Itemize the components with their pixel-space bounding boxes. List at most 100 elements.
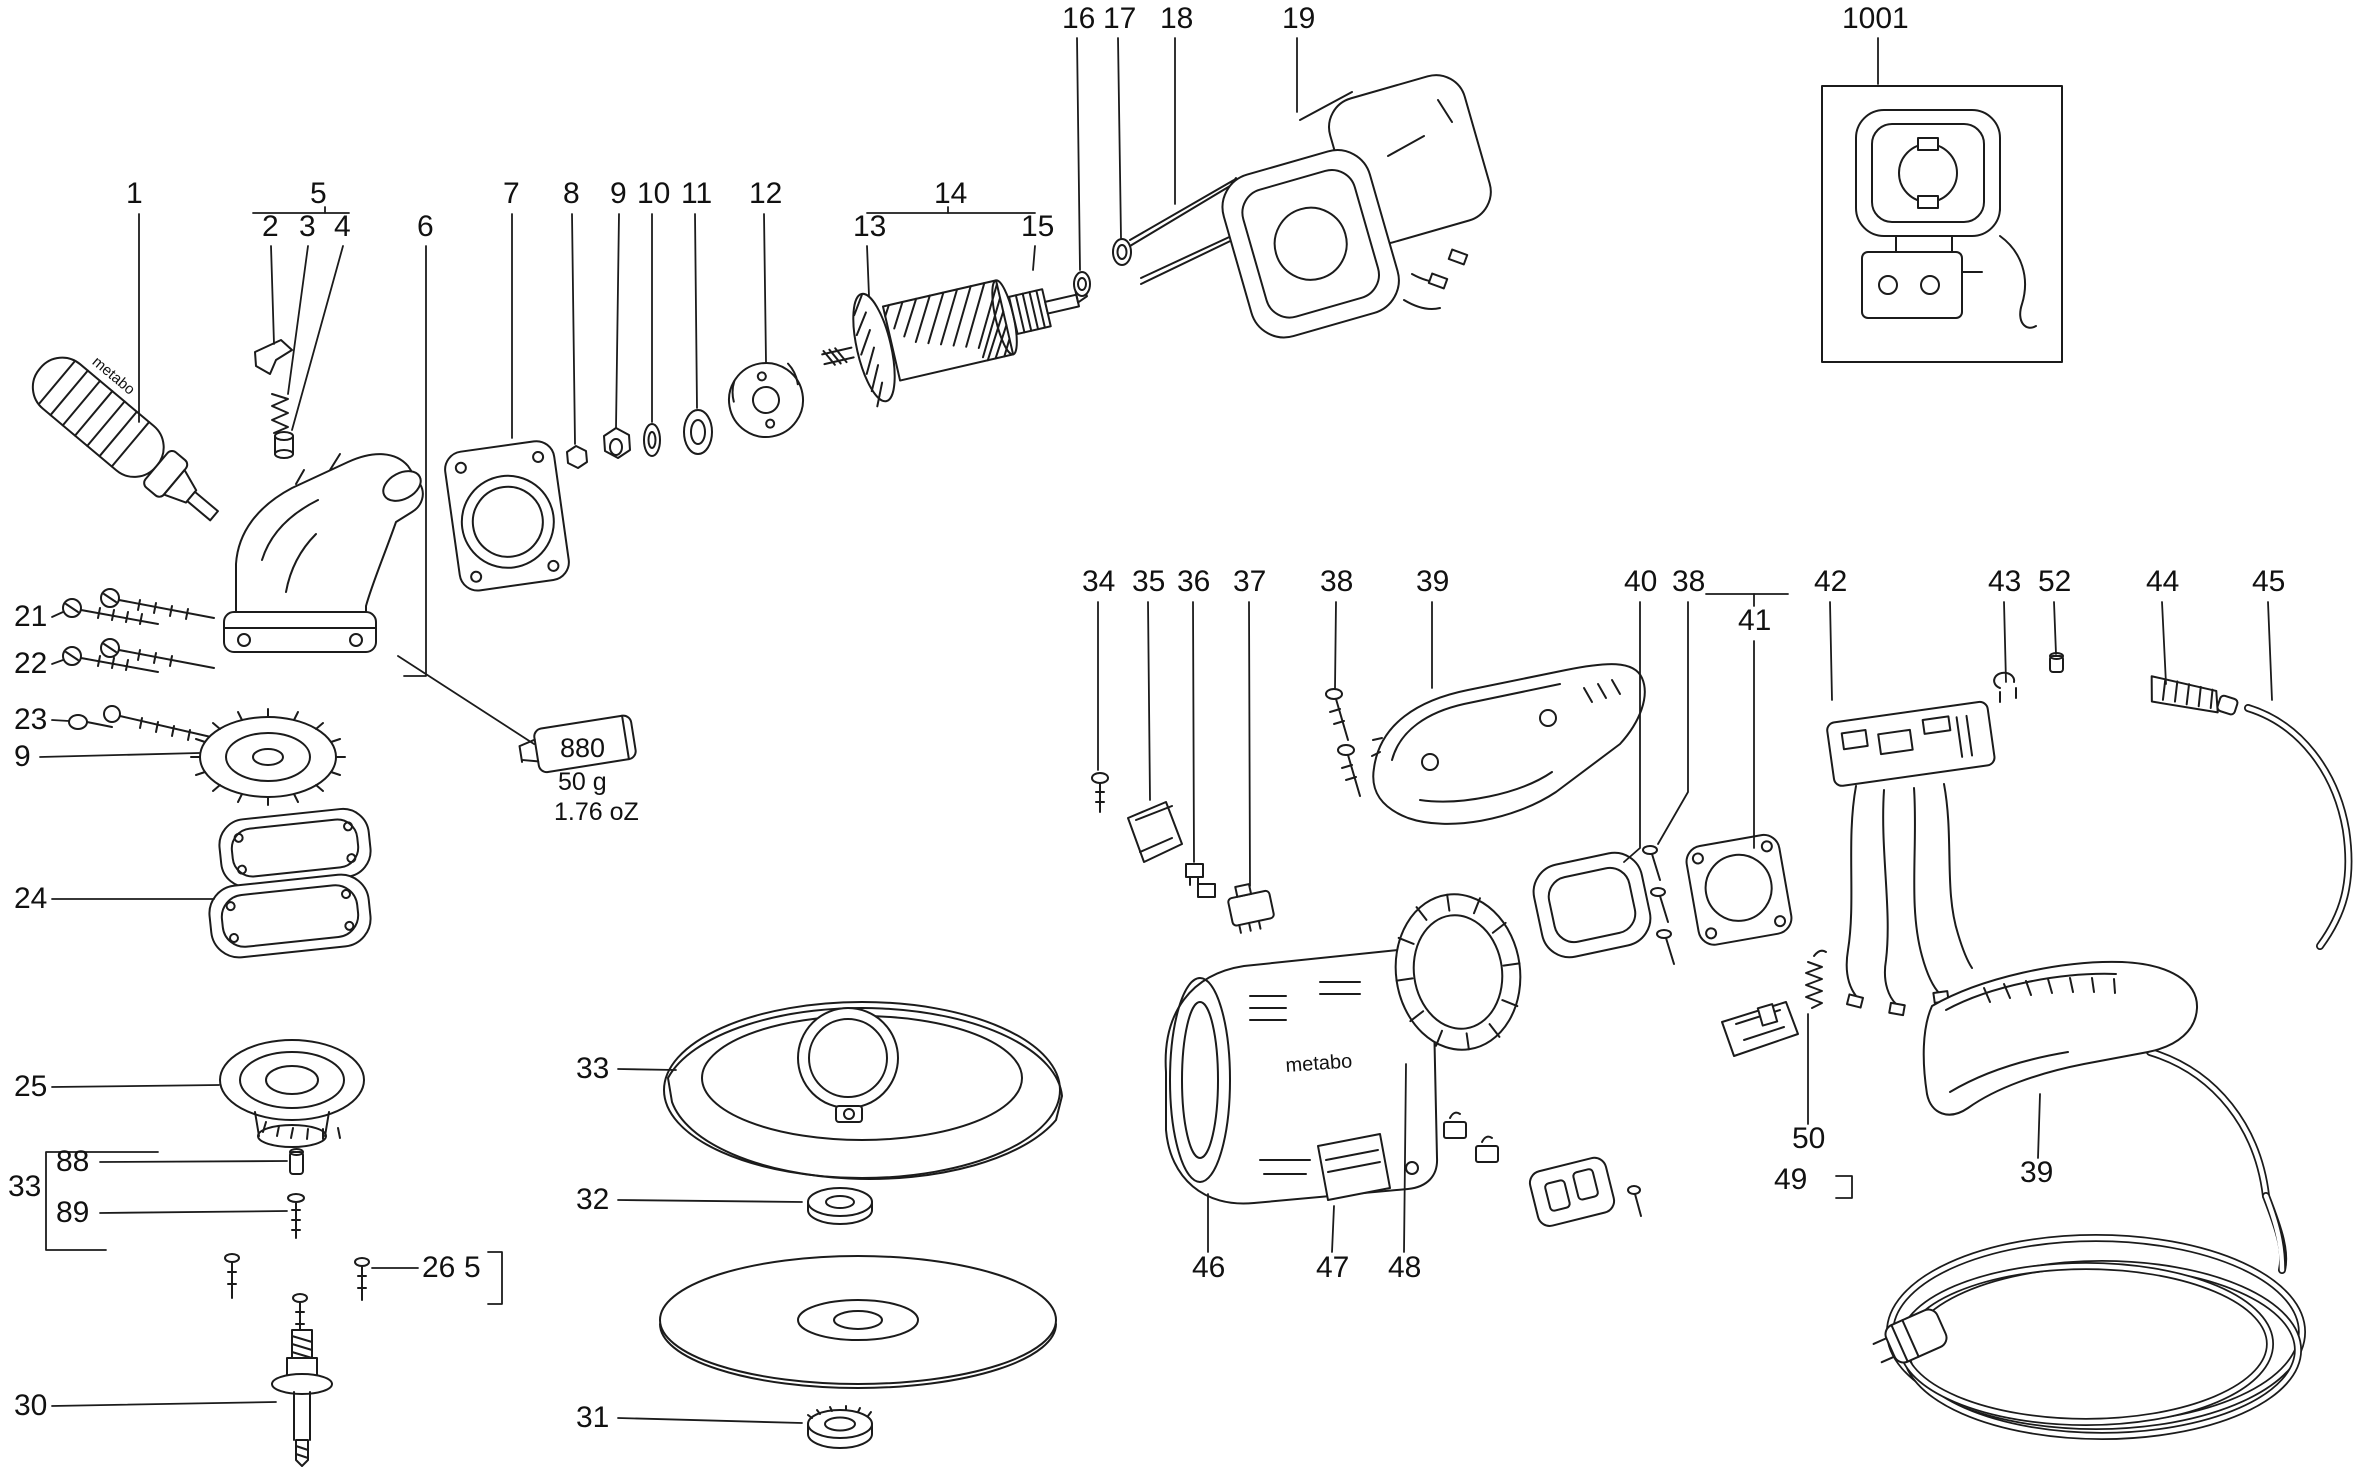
switch-parts [1091, 772, 1275, 934]
part-label-13: 13 [853, 210, 886, 243]
part-label-30: 30 [14, 1389, 47, 1422]
brush-bridge [1685, 833, 1793, 946]
leader-line [1829, 601, 1833, 701]
part-label-1001: 1001 [1842, 2, 1909, 35]
armature [821, 279, 1088, 408]
part-label-24: 24 [14, 882, 47, 915]
leader-line [39, 752, 200, 758]
part-label-31: 31 [576, 1401, 609, 1434]
part-label-8: 8 [563, 177, 580, 210]
part-label-1: 1 [126, 177, 143, 210]
part-label-16: 16 [1062, 2, 1095, 35]
part-label-5: 5 [464, 1251, 481, 1284]
part-label-45: 45 [2252, 565, 2285, 598]
bearing-flange [444, 440, 570, 592]
leader-line [51, 719, 70, 722]
part-label-47: 47 [1316, 1251, 1349, 1284]
grinding-disc [659, 1255, 1057, 1389]
leader-line [2037, 1093, 2041, 1159]
leader-line [51, 659, 64, 665]
wiring-inset [1821, 85, 2063, 363]
part-label-6: 6 [417, 210, 434, 243]
part-label-2: 2 [262, 210, 279, 243]
small-fasteners [224, 1148, 370, 1335]
part-label-46: 46 [1192, 1251, 1225, 1284]
part-label-18: 18 [1160, 2, 1193, 35]
part-label-23: 23 [14, 703, 47, 736]
part-label-14: 14 [934, 177, 967, 210]
grease-tube: 880 50 g 1.76 oZ [397, 655, 639, 826]
leader-line [866, 245, 870, 297]
label-sticker [1317, 1133, 1391, 1201]
bracket-line [1835, 1175, 1853, 1199]
bracket-line [45, 1151, 159, 1251]
part-label-11: 11 [681, 177, 712, 210]
part-label-49: 49 [1774, 1163, 1807, 1196]
part-label-32: 32 [576, 1183, 609, 1216]
leader-line [2161, 601, 2167, 685]
part-label-4: 4 [334, 210, 351, 243]
motor-gasket-ring [1532, 851, 1652, 959]
brush-holder [1721, 949, 1827, 1057]
spindle-small-parts [566, 362, 804, 469]
leader-line [99, 1210, 288, 1214]
leader-line [1192, 601, 1195, 863]
leader-line [694, 213, 698, 409]
housing-screws [62, 588, 225, 741]
part-label-22: 22 [14, 647, 47, 680]
cord-clip-parts [1993, 652, 2064, 703]
part-label-38: 38 [1320, 565, 1353, 598]
brush-blocks [1443, 1111, 1642, 1227]
bracket-line [487, 1251, 503, 1305]
grease-code: 880 [560, 733, 605, 763]
field-screws [1642, 845, 1675, 965]
electronics-module [1826, 700, 1996, 1017]
grease-weight-g: 50 g [558, 768, 607, 796]
part-label-38: 38 [1672, 565, 1705, 598]
leader-line [1147, 601, 1151, 801]
leader-line [1248, 601, 1251, 887]
part-label-43: 43 [1988, 565, 2021, 598]
part-label-39: 39 [2020, 1156, 2053, 1189]
part-label-42: 42 [1814, 565, 1847, 598]
leader-line [1657, 601, 1689, 845]
part-label-5: 5 [310, 177, 327, 210]
leader-line [99, 1160, 288, 1163]
part-label-50: 50 [1792, 1122, 1825, 1155]
part-label-35: 35 [1132, 565, 1165, 598]
leader-line [2053, 601, 2057, 655]
part-label-9: 9 [610, 177, 627, 210]
leader-line [2003, 601, 2007, 683]
side-handle: metabo [31, 353, 219, 522]
brand-text-housing: metabo [1285, 1050, 1353, 1077]
field-stator [1221, 74, 1492, 339]
leader-line [51, 611, 64, 618]
handle-clamp-parts [254, 339, 294, 459]
leader-line [287, 245, 309, 395]
part-label-52: 52 [2038, 565, 2071, 598]
part-label-9: 9 [14, 740, 31, 773]
leader-line [571, 213, 576, 445]
part-label-25: 25 [14, 1070, 47, 1103]
spindle [271, 1329, 333, 1467]
leader-line [51, 1084, 220, 1088]
part-label-10: 10 [637, 177, 670, 210]
part-label-88: 88 [56, 1145, 89, 1178]
part-label-89: 89 [56, 1196, 89, 1229]
inner-flange [807, 1187, 873, 1225]
leader-line [403, 245, 427, 677]
part-label-7: 7 [503, 177, 520, 210]
power-cord [1872, 1192, 2306, 1440]
rear-handle [1922, 960, 2270, 1200]
leader-line [617, 1199, 803, 1203]
part-label-21: 21 [14, 600, 47, 633]
part-label-39: 39 [1416, 565, 1449, 598]
part-label-34: 34 [1082, 565, 1115, 598]
wheel-guard [663, 1001, 1063, 1180]
handle-screws [1325, 688, 1361, 797]
part-label-41: 41 [1738, 604, 1771, 637]
leader-line [617, 1417, 803, 1424]
leader-line [617, 1068, 677, 1071]
